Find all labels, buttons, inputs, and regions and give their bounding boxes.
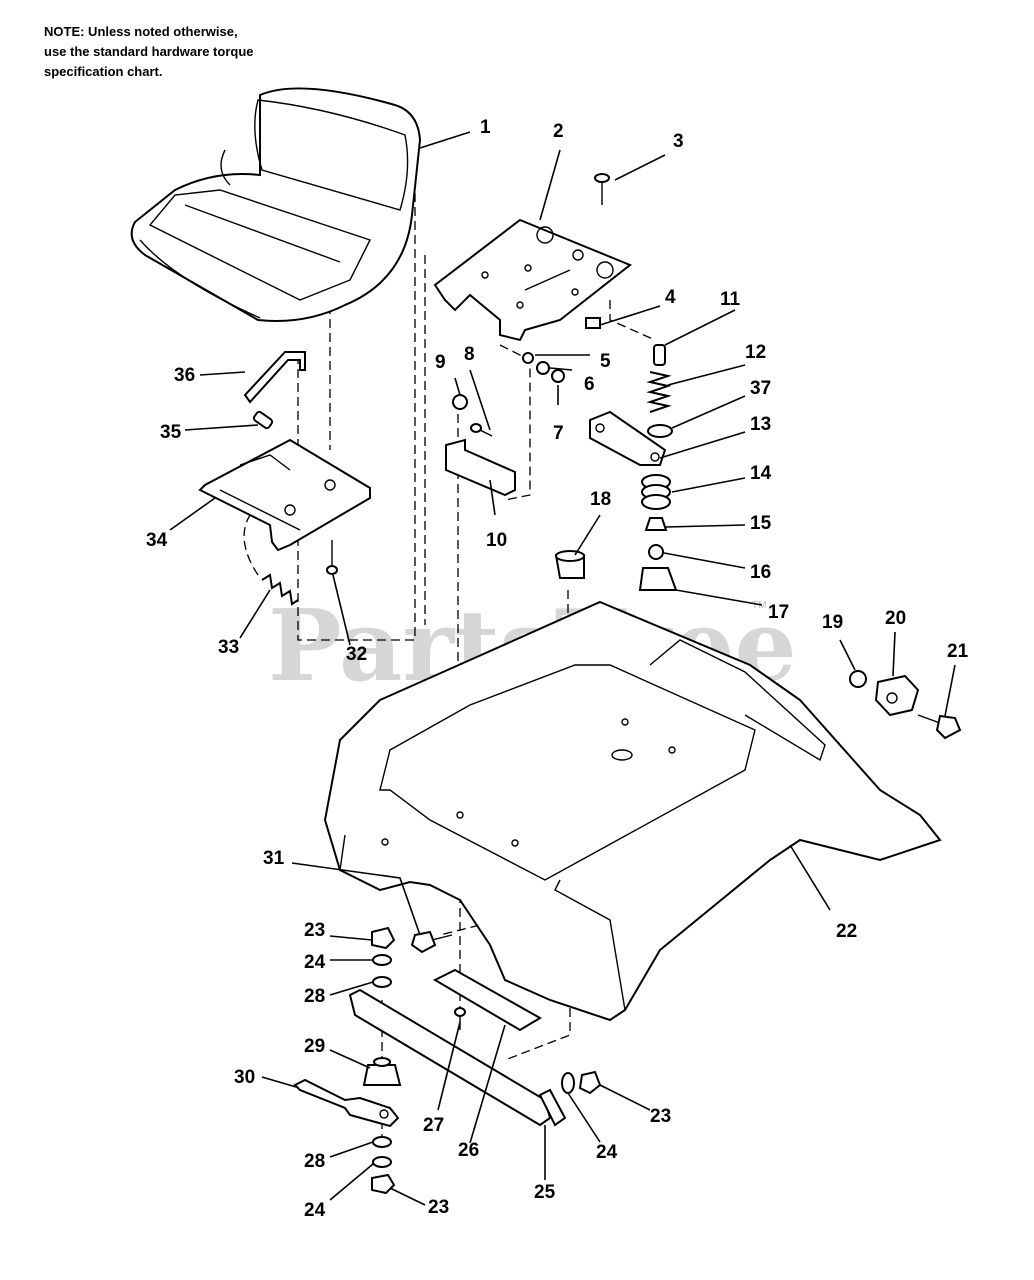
screw-part-27 — [454, 1007, 466, 1030]
callout-7: 7 — [553, 423, 564, 444]
seat-bracket-part-34 — [198, 438, 371, 552]
callout-24-bottom: 24 — [304, 1200, 326, 1221]
lockwasher-part-24-a — [372, 954, 392, 966]
callout-22: 22 — [836, 921, 857, 942]
callout-36: 36 — [174, 365, 195, 386]
callout-8: 8 — [464, 344, 475, 365]
callout-27: 27 — [423, 1115, 444, 1136]
bracket-part-30 — [293, 1078, 400, 1128]
washer-part-28-b — [372, 1136, 392, 1148]
spring-part-14 — [641, 474, 671, 510]
bracket-part-20 — [874, 674, 920, 717]
nut-part-7 — [551, 369, 565, 383]
callout-23-bottom: 23 — [428, 1197, 449, 1218]
bracket-part-10 — [445, 438, 516, 497]
nut-part-9 — [452, 394, 468, 410]
callout-21: 21 — [947, 641, 969, 662]
callout-16: 16 — [750, 562, 771, 583]
lockwasher-part-24-b — [372, 1156, 392, 1168]
callout-leader-lines — [169, 131, 956, 1206]
nut-part-23-b — [371, 1173, 396, 1195]
callout-30: 30 — [234, 1067, 255, 1088]
isolator-part-29 — [362, 1057, 402, 1086]
nut-part-23-c — [578, 1070, 602, 1095]
washer-part-6 — [536, 361, 550, 375]
callout-13: 13 — [750, 414, 771, 435]
bracket-part-25 — [348, 988, 567, 1127]
callout-9: 9 — [435, 352, 446, 373]
callout-20: 20 — [885, 608, 906, 629]
callout-labels: 1 2 3 4 5 6 7 8 9 10 11 12 37 13 14 15 1… — [146, 117, 969, 1221]
torque-note: NOTE: Unless noted otherwise, use the st… — [44, 22, 344, 82]
callout-33: 33 — [218, 637, 239, 658]
callout-23-top: 23 — [304, 920, 325, 941]
bolt-part-31 — [410, 930, 453, 954]
cone-part-15 — [644, 517, 668, 531]
pin-part-35 — [252, 410, 274, 430]
callout-2: 2 — [553, 121, 564, 142]
callout-29: 29 — [304, 1036, 325, 1057]
adjuster-plate-part-2 — [433, 218, 632, 342]
callout-28-top: 28 — [304, 986, 325, 1007]
callout-28-bottom: 28 — [304, 1151, 325, 1172]
callout-32: 32 — [346, 644, 367, 665]
bolt-part-21 — [917, 714, 962, 740]
callout-34: 34 — [146, 530, 168, 551]
callout-18: 18 — [590, 489, 611, 510]
callout-19: 19 — [822, 612, 843, 633]
bumper-part-18 — [554, 550, 585, 579]
clip-part-4 — [585, 317, 601, 329]
callout-24-top: 24 — [304, 952, 326, 973]
callout-23-right: 23 — [650, 1106, 671, 1127]
bushing-part-5 — [522, 352, 534, 364]
screw-part-8 — [470, 423, 493, 437]
bumper-part-17 — [638, 567, 678, 591]
handle-rod-part-36 — [243, 351, 306, 404]
nut-part-19 — [849, 670, 867, 688]
callout-26: 26 — [458, 1140, 479, 1161]
strap-part-26 — [432, 968, 542, 1032]
spring-part-33 — [261, 573, 299, 606]
callout-24-right: 24 — [596, 1142, 618, 1163]
washer-part-37 — [647, 424, 673, 438]
callout-4: 4 — [665, 287, 676, 308]
nut-part-23-a — [371, 926, 396, 950]
note-line-1: NOTE: Unless noted otherwise, — [44, 24, 238, 39]
callout-25: 25 — [534, 1182, 556, 1203]
callout-17: 17 — [768, 602, 789, 623]
nut-part-16 — [648, 544, 664, 560]
screw-part-3 — [594, 173, 610, 205]
callout-5: 5 — [600, 351, 611, 372]
spring-part-12 — [646, 371, 672, 413]
callout-12: 12 — [745, 342, 766, 363]
callout-3: 3 — [673, 131, 684, 152]
link-part-13 — [589, 410, 667, 466]
callout-1: 1 — [480, 117, 491, 138]
callout-14: 14 — [750, 463, 772, 484]
callout-31: 31 — [263, 848, 285, 869]
callout-11: 11 — [720, 289, 741, 310]
callout-6: 6 — [584, 374, 595, 395]
lockwasher-part-24-c — [561, 1072, 575, 1094]
note-line-3: specification chart. — [44, 64, 163, 79]
watermark-trademark: TM — [752, 600, 766, 611]
pin-part-11 — [653, 344, 666, 366]
fender-part-22 — [323, 600, 942, 1022]
screw-part-32 — [326, 540, 338, 575]
callout-15: 15 — [750, 513, 772, 534]
washer-part-28-a — [372, 976, 392, 988]
callout-10: 10 — [486, 530, 507, 551]
note-line-2: use the standard hardware torque — [44, 44, 254, 59]
callout-37: 37 — [750, 378, 771, 399]
callout-35: 35 — [160, 422, 182, 443]
seat-part-1 — [130, 87, 422, 322]
